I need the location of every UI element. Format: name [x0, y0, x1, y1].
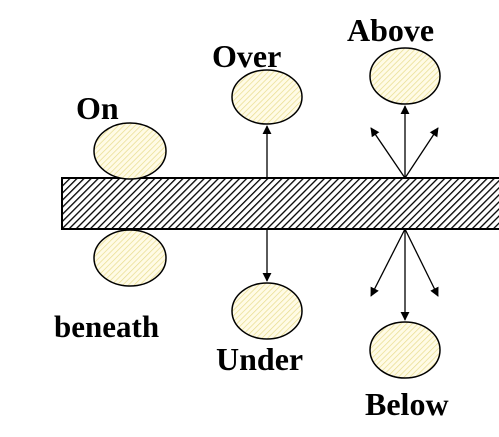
arrow-above-left: [370, 127, 406, 179]
arrow-below-right: [404, 228, 439, 297]
ellipse-over: [231, 69, 303, 125]
surface-bar: [61, 177, 499, 230]
ellipse-beneath: [93, 229, 167, 287]
label-over: Over: [212, 38, 282, 74]
arrow-above-right: [404, 127, 439, 179]
ellipse-above: [369, 47, 441, 105]
label-under: Under: [216, 341, 304, 377]
label-below: Below: [365, 386, 449, 422]
label-beneath: beneath: [54, 309, 160, 344]
arrow-below-left: [370, 228, 406, 297]
ellipse-under: [231, 282, 303, 340]
ellipse-on: [93, 122, 167, 180]
label-above: Above: [347, 12, 435, 48]
ellipse-below: [369, 321, 441, 379]
label-on: On: [76, 90, 119, 126]
